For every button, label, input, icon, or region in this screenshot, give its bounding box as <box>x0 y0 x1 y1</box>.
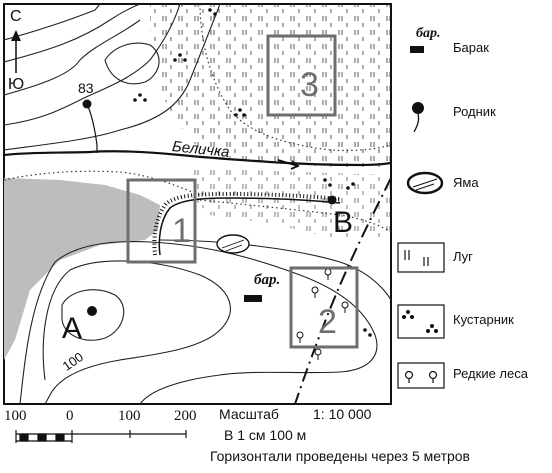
legend-shrub-icon <box>402 310 438 333</box>
river-flow-arrow <box>277 159 300 170</box>
square-2 <box>289 266 359 349</box>
scale-ratio: 1: 10 000 <box>313 406 372 422</box>
scale-bar <box>15 430 187 443</box>
compass-arrowhead <box>11 30 21 41</box>
legend-forest-label: Редкие леса <box>453 366 528 381</box>
square-1 <box>126 178 197 264</box>
legend-barrack-tag: бар. <box>416 26 441 41</box>
legend-spring-icon <box>412 102 424 114</box>
contour-lines-north <box>4 4 221 151</box>
dash-dot-line <box>294 177 391 404</box>
legend-pit-hatch <box>415 183 435 191</box>
legend-spring-label: Родник <box>453 104 496 119</box>
spring-stream <box>86 103 98 153</box>
legend-pit-label: Яма <box>453 175 479 190</box>
legend-barrack-label: Барак <box>453 40 489 55</box>
legend-spring-tail <box>413 113 420 133</box>
grey-field <box>4 178 160 360</box>
square-3-label: 3 <box>300 66 319 104</box>
legend-meadow-icon <box>404 250 429 266</box>
legend-forest-icon <box>404 370 438 383</box>
square-3 <box>266 34 337 117</box>
scale-title: Масштаб <box>219 406 279 422</box>
legend-meadow-label: Луг <box>453 249 473 264</box>
meadow-area-north <box>150 4 391 170</box>
legend-forest-box <box>397 362 445 389</box>
point-b-marker <box>327 195 337 205</box>
pit-hatch <box>225 244 243 252</box>
square-2-label: 2 <box>318 303 337 341</box>
compass-south-label: Ю <box>8 76 25 93</box>
scale-tick-label: 100 <box>118 408 141 424</box>
ravine <box>158 197 341 256</box>
point-a-marker <box>87 306 97 316</box>
scale-contours-note: Горизонтали проведены через 5 метров <box>210 448 470 464</box>
barrack-tag-label: бар. <box>254 272 281 288</box>
point-b-label: В <box>333 206 354 239</box>
scale-tick-label: 100 <box>4 408 27 424</box>
scale-tick-label: 200 <box>174 408 197 424</box>
barrack-marker <box>244 295 262 302</box>
ravine-ticks <box>152 191 341 256</box>
legend-meadow-box <box>397 242 445 273</box>
legend-shrub-label: Кустарник <box>453 312 514 327</box>
spring-elevation-label: 83 <box>78 80 94 96</box>
scale-per-cm: В 1 см 100 м <box>224 427 307 443</box>
square-1-label: 1 <box>172 212 191 250</box>
pit-hatch <box>221 239 245 249</box>
legend-barrack-icon <box>410 46 424 53</box>
point-a-label: А <box>62 312 83 345</box>
shrub-symbols <box>133 8 372 337</box>
meadow-area-river <box>190 168 391 240</box>
river-belichka <box>4 150 391 167</box>
contour-lines-south <box>19 239 391 404</box>
compass-north-label: С <box>10 8 22 25</box>
dotted-boundaries <box>4 4 391 233</box>
scale-tick-label: 0 <box>66 408 74 424</box>
legend-pit-hatch <box>412 178 438 188</box>
legend-shrub-box <box>397 304 445 339</box>
